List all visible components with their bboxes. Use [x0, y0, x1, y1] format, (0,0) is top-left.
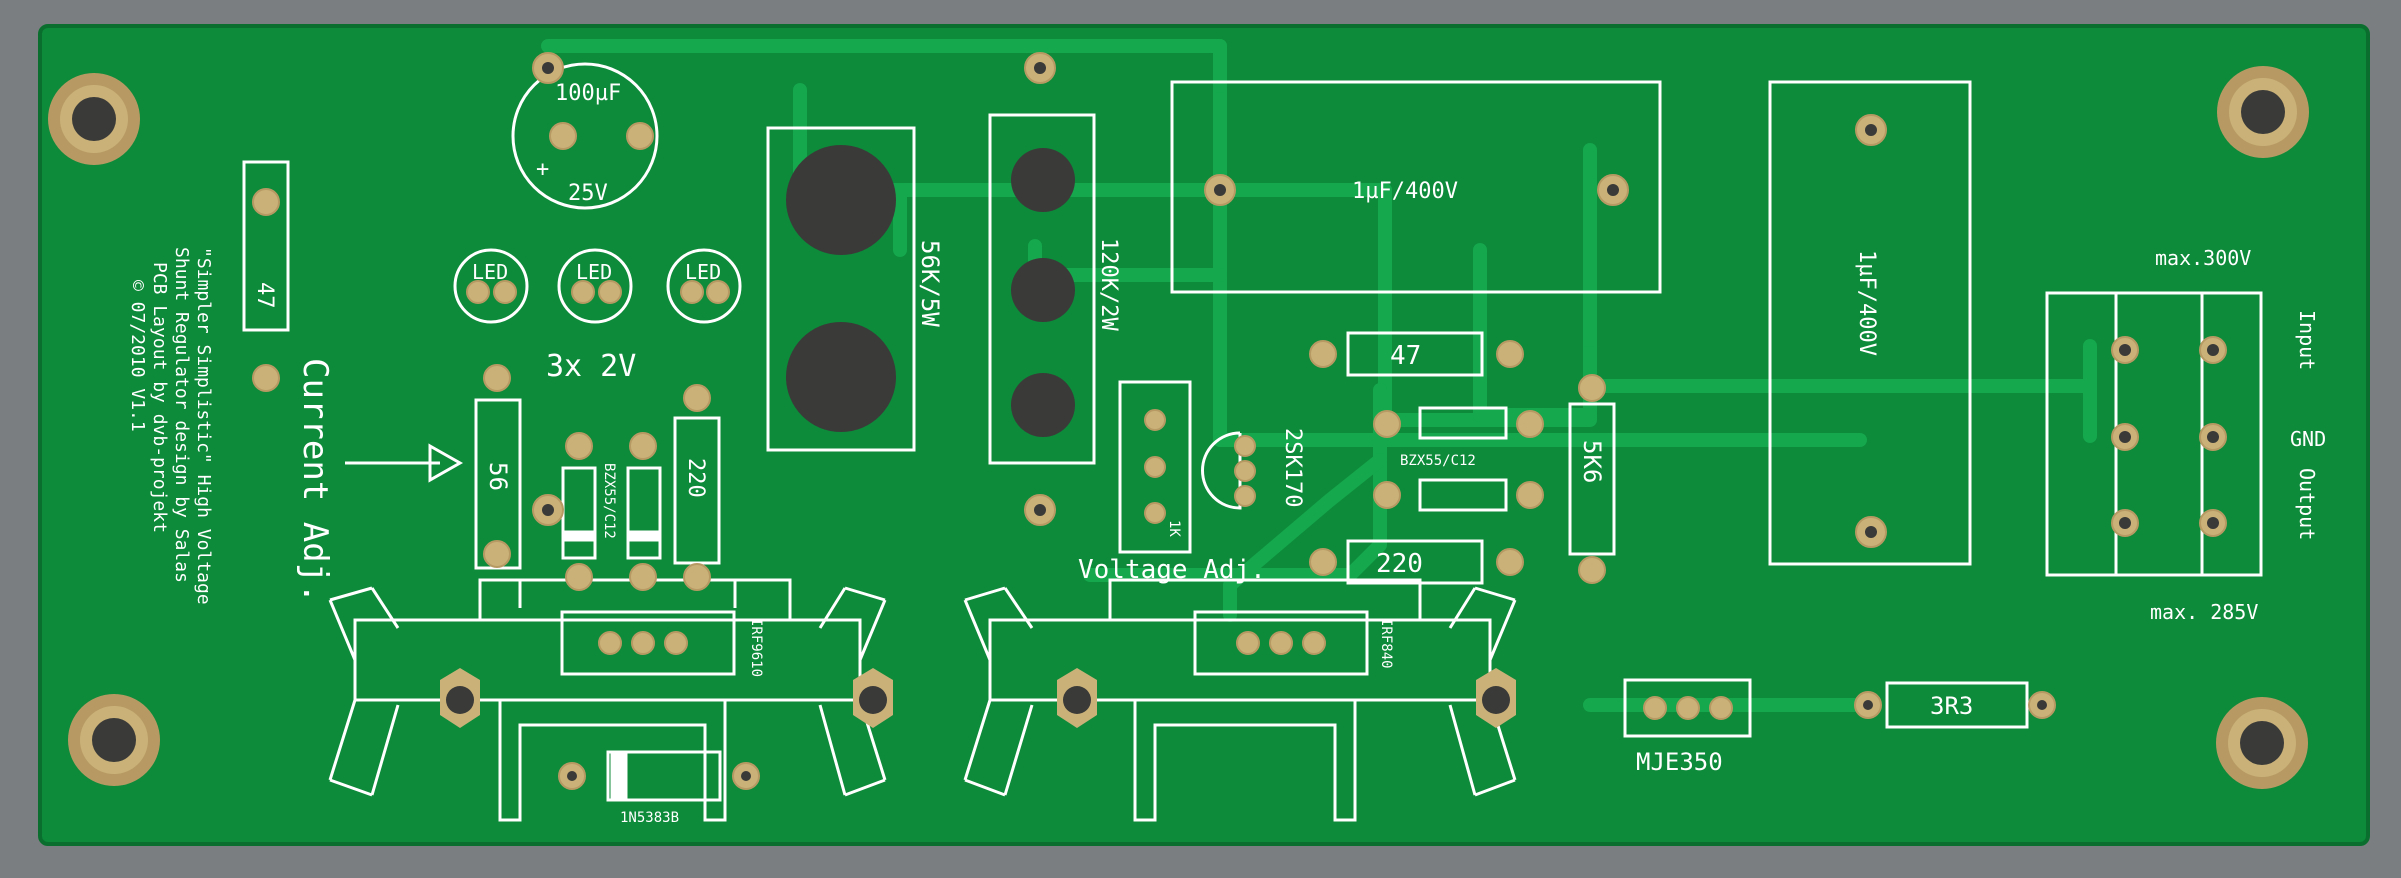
copper-traces — [541, 39, 2097, 712]
diode-label: 1N5383B — [620, 810, 679, 826]
res-3r3-label: 3R3 — [1930, 692, 1973, 720]
led-label-3: LED — [685, 260, 721, 284]
res-47-left-label: 47 — [252, 282, 277, 309]
res-47-right-label: 47 — [1390, 341, 1421, 371]
heatsink-mounts — [440, 668, 1516, 728]
res-220-right-label: 220 — [1376, 549, 1423, 579]
voltage-adj-label: Voltage Adj. — [1078, 555, 1266, 585]
cap-plus-label: + — [536, 157, 549, 182]
jfet-label: 2SK170 — [1280, 428, 1305, 507]
zener-left-label: BZX55/C12 — [601, 463, 617, 539]
credits-line-4: © 07/2010 V1.1 — [127, 280, 148, 432]
cap-voltage-label: 25V — [568, 181, 608, 206]
res-120k-label: 120K/2W — [1096, 238, 1121, 331]
credits-block: "Simpler Simplistic" High Voltage Shunt … — [127, 247, 214, 605]
bjt-label: MJE350 — [1636, 748, 1723, 776]
gnd-label: GND — [2290, 427, 2326, 451]
res-220-left-label: 220 — [683, 458, 708, 498]
mount-hole-top-left — [48, 73, 140, 165]
res-5k6-label: 5K6 — [1578, 440, 1606, 483]
pad-holes — [542, 62, 2219, 781]
current-adj-label: Current Adj. — [295, 358, 335, 604]
credits-line-3: PCB Layout by dvb-projekt — [149, 262, 170, 533]
res-56-label: 56 — [484, 462, 512, 491]
mount-hole-top-right — [2217, 66, 2309, 158]
led-label-2: LED — [576, 260, 612, 284]
zener-right-label: BZX55/C12 — [1400, 453, 1476, 469]
cap-value-label: 100µF — [555, 81, 621, 106]
pcb-board — [38, 24, 2370, 846]
led-label-1: LED — [472, 260, 508, 284]
mosfet-n-label: IRF840 — [1378, 618, 1394, 669]
cap-film-2-label: 1µF/400V — [1854, 250, 1879, 356]
cap-film-1-label: 1µF/400V — [1352, 179, 1458, 204]
res-56k-label: 56K/5W — [916, 240, 944, 327]
credits-line-1: "Simpler Simplistic" High Voltage — [193, 247, 214, 605]
credits-line-2: Shunt Regulator design by Salas — [171, 247, 192, 583]
max-in-label: max.300V — [2155, 246, 2251, 270]
trimmer-label: 1K — [1166, 520, 1182, 537]
mosfet-p-label: IRF9610 — [748, 618, 764, 677]
resistor-holes — [786, 145, 1075, 437]
input-label: Input — [2295, 310, 2319, 370]
output-label: Output — [2295, 468, 2319, 540]
mount-hole-bottom-right — [2216, 697, 2308, 789]
leds-count-label: 3x 2V — [546, 349, 636, 384]
silkscreen-outlines — [242, 62, 2263, 802]
solder-pads — [252, 52, 2227, 790]
max-out-label: max. 285V — [2150, 600, 2258, 624]
mount-hole-bottom-left — [68, 694, 160, 786]
